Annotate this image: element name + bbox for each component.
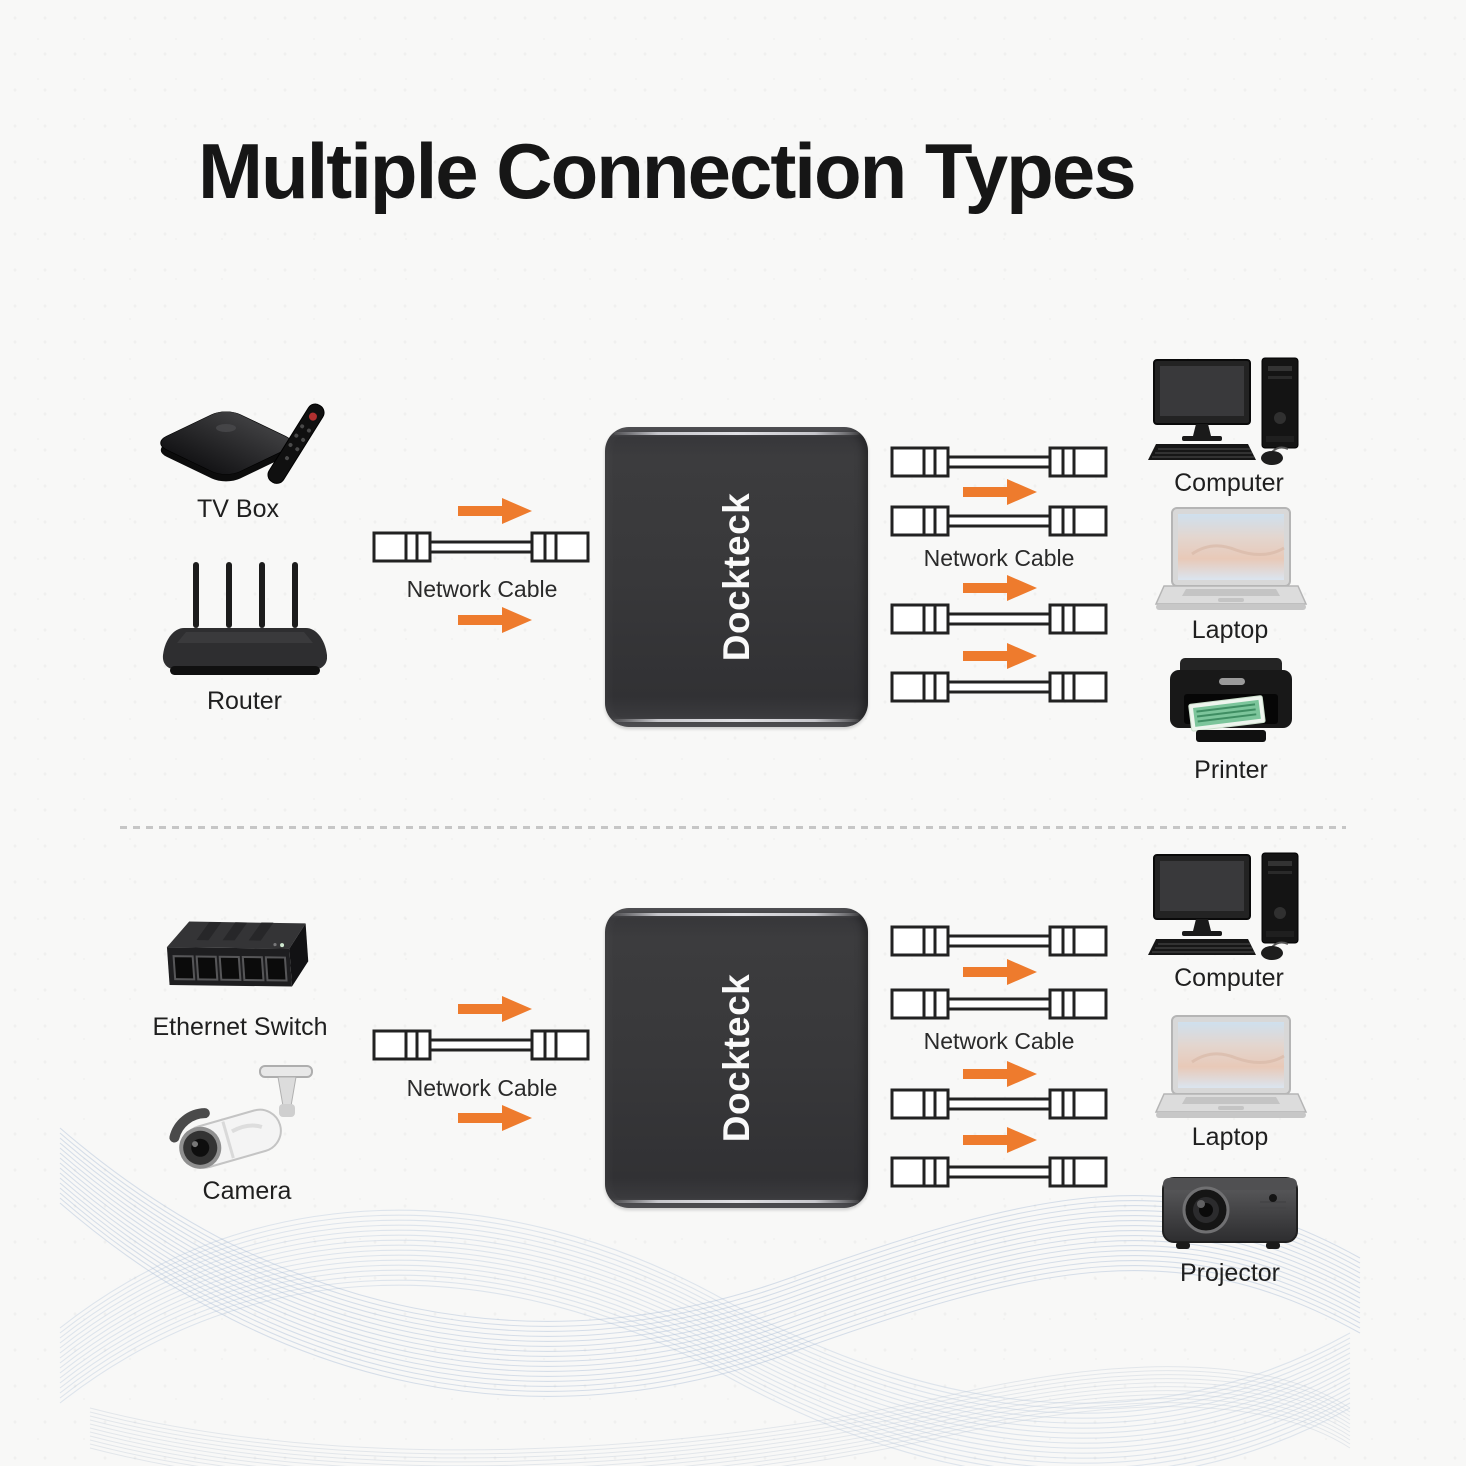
tv-box-icon: [160, 403, 325, 484]
projector-icon: [1162, 1177, 1298, 1249]
source-label-router: Router: [206, 687, 283, 715]
laptop-icon: [1152, 1014, 1308, 1122]
arrow-right-icon: [963, 958, 1038, 986]
arrow-right-icon: [963, 478, 1038, 506]
computer-icon: [1148, 851, 1310, 961]
source-label-ethernet-switch: Ethernet Switch: [152, 1013, 328, 1041]
ethernet-switch-icon: [166, 921, 309, 987]
network-cable-icon: [372, 1029, 590, 1061]
network-cable-icon: [890, 446, 1108, 478]
arrow-right-icon: [458, 606, 533, 634]
network-cable-icon: [890, 1088, 1108, 1120]
target-label-laptop-bottom: Laptop: [1191, 1123, 1269, 1151]
cable-label-output-bottom: Network Cable: [923, 1028, 1075, 1054]
printer-icon: [1170, 658, 1292, 742]
computer-icon: [1148, 356, 1310, 466]
network-cable-icon: [890, 505, 1108, 537]
arrow-right-icon: [458, 497, 533, 525]
cable-label-input-top: Network Cable: [406, 576, 558, 602]
arrow-right-icon: [963, 574, 1038, 602]
cable-label-input-bottom: Network Cable: [406, 1075, 558, 1101]
target-label-computer-bottom: Computer: [1174, 964, 1284, 992]
section-divider: [120, 826, 1346, 829]
arrow-right-icon: [458, 1104, 533, 1132]
target-label-projector: Projector: [1179, 1259, 1281, 1287]
source-label-tv-box: TV Box: [197, 495, 279, 523]
network-cable-icon: [372, 531, 590, 563]
brand-label: Dockteck: [715, 492, 757, 662]
laptop-icon: [1152, 506, 1308, 614]
network-cable-icon: [890, 1156, 1108, 1188]
arrow-right-icon: [963, 1060, 1038, 1088]
target-label-printer: Printer: [1194, 756, 1268, 784]
network-cable-icon: [890, 603, 1108, 635]
cable-label-output-top: Network Cable: [923, 545, 1075, 571]
source-label-camera: Camera: [202, 1177, 292, 1205]
arrow-right-icon: [963, 642, 1038, 670]
arrow-right-icon: [963, 1126, 1038, 1154]
network-cable-icon: [890, 671, 1108, 703]
dockteck-switch-device: Dockteck: [605, 908, 868, 1208]
target-label-laptop-top: Laptop: [1191, 616, 1269, 644]
network-cable-icon: [890, 925, 1108, 957]
dockteck-switch-device: Dockteck: [605, 427, 868, 727]
brand-label: Dockteck: [715, 973, 757, 1143]
arrow-right-icon: [458, 995, 533, 1023]
camera-icon: [169, 1065, 313, 1169]
router-icon: [162, 562, 327, 675]
page-title: Multiple Connection Types: [198, 127, 1137, 215]
target-label-computer-top: Computer: [1174, 469, 1284, 497]
network-cable-icon: [890, 988, 1108, 1020]
